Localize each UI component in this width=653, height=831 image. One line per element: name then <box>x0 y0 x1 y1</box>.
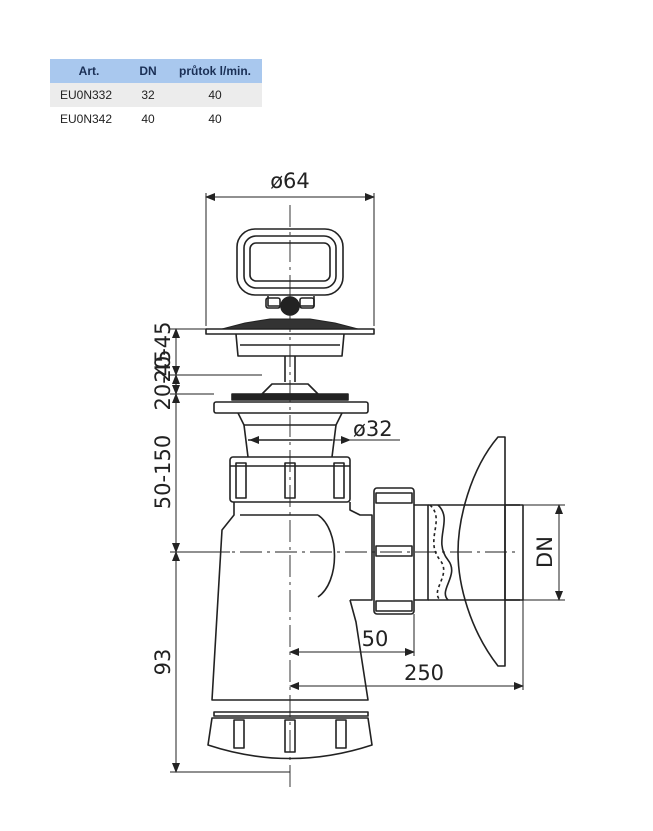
dim-inner-diameter: ø32 <box>353 417 393 441</box>
wall-rosette <box>457 436 524 667</box>
dim-pipe-dn: DN <box>533 536 557 568</box>
header-flow: průtok l/min. <box>168 59 262 83</box>
plug-handle <box>236 228 344 316</box>
table-header-row: Art. DN průtok l/min. <box>50 59 262 83</box>
lower-flange <box>213 383 369 458</box>
header-dn: DN <box>128 59 168 83</box>
upper-nut <box>229 456 351 503</box>
cell-art: EU0N342 <box>50 107 128 131</box>
top-flange <box>205 318 375 357</box>
outlet-pipe <box>428 504 520 601</box>
bottom-cup <box>207 711 373 760</box>
table-row: EU0N332 32 40 <box>50 83 262 107</box>
table-row: EU0N342 40 40 <box>50 107 262 131</box>
spec-table: Art. DN průtok l/min. EU0N332 32 40 EU0N… <box>50 59 262 131</box>
dim-horizontal-short: 50 <box>362 627 389 651</box>
cell-dn: 32 <box>128 83 168 107</box>
cell-flow: 40 <box>168 83 262 107</box>
cell-art: EU0N332 <box>50 83 128 107</box>
dim-horizontal-long: 250 <box>404 661 444 685</box>
dim-top-diameter: ø64 <box>270 169 310 193</box>
dim-left-2: 20-45 <box>151 349 175 410</box>
dim-left-4: 93 <box>151 649 175 676</box>
dim-left-3: 50-150 <box>151 435 175 509</box>
cell-flow: 40 <box>168 107 262 131</box>
siphon-body <box>211 502 373 701</box>
cell-dn: 40 <box>128 107 168 131</box>
dim-left-1: 20-45 <box>151 321 175 382</box>
header-art: Art. <box>50 59 128 83</box>
outlet-nut <box>373 487 429 615</box>
